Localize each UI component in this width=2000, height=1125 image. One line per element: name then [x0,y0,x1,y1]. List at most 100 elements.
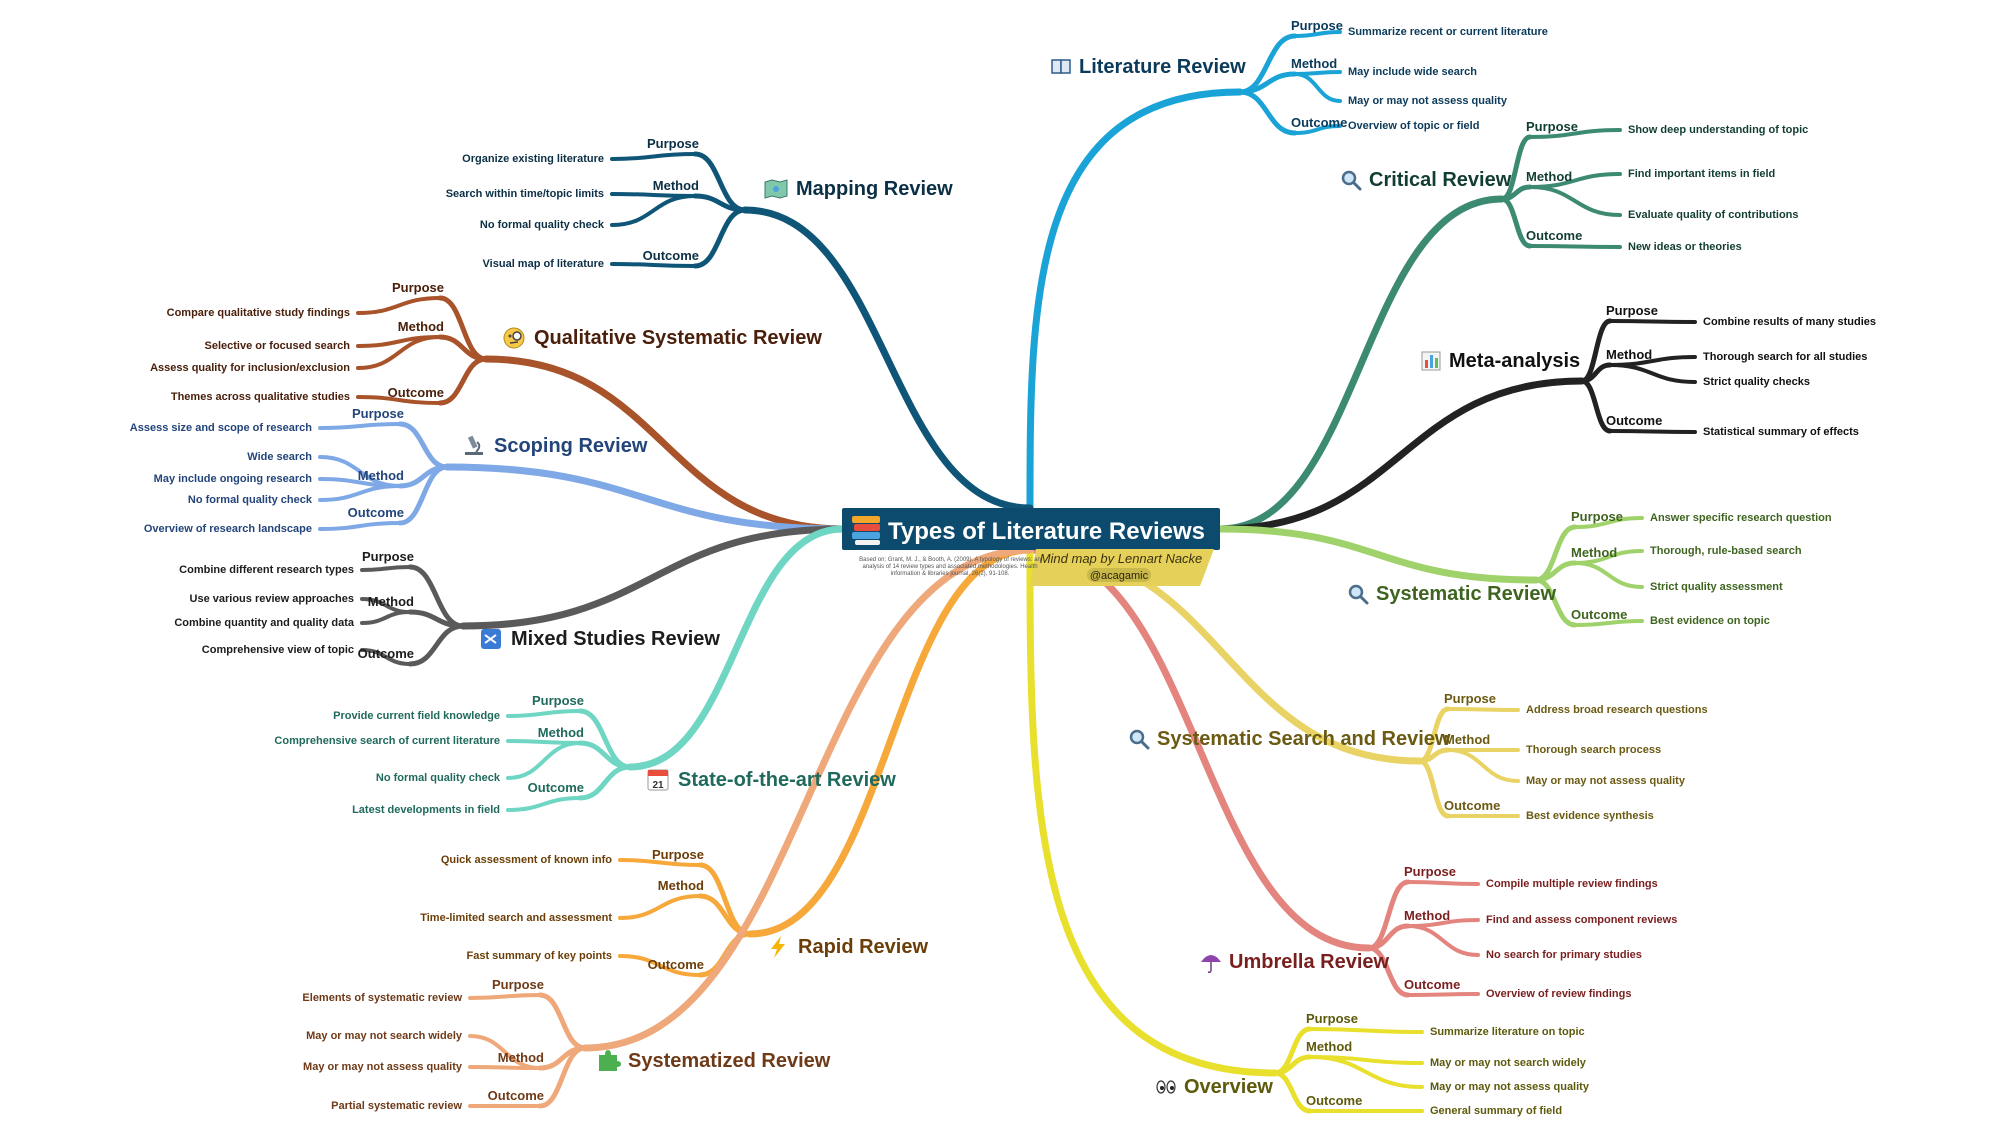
group-label-method: Method [1306,1039,1352,1054]
group-label-purpose: Purpose [492,977,544,992]
branch-title[interactable]: Meta-analysis [1449,350,1580,372]
branch-stem [741,206,1034,512]
group-label-outcome: Outcome [648,957,704,972]
group-edge [1366,945,1411,998]
leaf-text: Wide search [247,451,312,463]
leaf-text: Best evidence synthesis [1526,810,1654,822]
leaf-text: May include wide search [1348,66,1477,78]
leaf-text: May or may not assess quality [1348,95,1508,107]
group-label-method: Method [658,878,704,893]
group-label-method: Method [1571,545,1617,560]
branch-qualitative-systematic-review[interactable]: Qualitative Systematic ReviewPurposeComp… [150,280,822,403]
monocle-face-icon [503,327,525,349]
leaf-edge [360,648,412,666]
group-label-purpose: Purpose [1571,509,1623,524]
branch-stem [1026,88,1244,512]
branch-systematic-review[interactable]: Systematic Review Purpose Answer specific … [1348,509,1832,627]
puzzle-icon [599,1050,621,1071]
group-label-method: Method [1526,169,1572,184]
leaf-text: Find and assess component reviews [1486,914,1677,926]
leaf-edge [1528,244,1622,249]
branch-title[interactable]: Rapid Review [798,936,928,958]
citation-line-3: information & libraries journal, 26(2), … [891,571,1010,577]
leaf-text: Strict quality assessment [1650,581,1783,593]
group-edge [1237,89,1298,136]
group-label-outcome: Outcome [1571,607,1627,622]
group-edge [1533,577,1578,628]
leaf-edge [468,993,542,1000]
microscope-icon [465,435,483,455]
group-label-outcome: Outcome [348,505,404,520]
leaf-edge [1573,561,1644,589]
branch-title[interactable]: State-of-the-art Review [678,769,896,791]
leaf-text: No formal quality check [480,219,605,231]
group-edge [1499,196,1533,249]
group-edge [692,193,748,213]
calendar-icon: 21 [647,769,669,791]
branch-title[interactable]: Systematic Review [1376,583,1557,605]
magnifier-icon [1341,170,1362,191]
eyes-icon [1156,1080,1176,1094]
handle-badge [1087,568,1151,582]
leaf-edge [1446,707,1520,712]
branch-title[interactable]: Scoping Review [494,435,648,457]
branch-title[interactable]: Overview [1184,1076,1273,1098]
leaf-edge [618,858,702,867]
leaf-text: Selective or focused search [204,340,350,352]
branch-title[interactable]: Qualitative Systematic Review [534,327,822,349]
branch-title[interactable]: Systematized Review [628,1050,831,1072]
leaf-text: Overview of topic or field [1348,120,1479,132]
leaf-edge [318,484,402,502]
leaf-text: Answer specific research question [1650,512,1832,524]
leaf-text: Statistical summary of effects [1703,426,1859,438]
branch-title[interactable]: Mapping Review [796,178,953,200]
leaf-edge [1406,924,1480,957]
branch-systematic-search-and-review[interactable]: Systematic Search and ReviewPurposeAddre… [1129,691,1708,822]
leaf-text: Partial systematic review [331,1100,462,1112]
branch-title[interactable]: Mixed Studies Review [511,628,720,650]
leaf-edge [360,610,412,625]
branch-stem [1026,546,1279,1077]
central-node[interactable]: Types of Literature Reviews [842,508,1220,550]
branch-title[interactable]: Umbrella Review [1229,951,1390,973]
leaf-edge [1573,516,1644,529]
leaf-edge [618,894,702,920]
leaf-text: Visual map of literature [483,258,604,270]
leaf-text: May or may not assess quality [1526,775,1686,787]
citation-line-1: Based on: Grant, M. J., & Booth, A. (200… [859,557,1041,563]
group-label-purpose: Purpose [1526,119,1578,134]
magnifier-icon [1129,729,1150,750]
leaf-edge [1608,429,1697,434]
group-label-outcome: Outcome [1526,228,1582,243]
leaf-text: Comprehensive view of topic [202,644,354,656]
branch-title[interactable]: Literature Review [1079,56,1246,78]
leaf-text: New ideas or theories [1628,241,1742,253]
group-edge [1533,560,1578,583]
branch-title[interactable]: Systematic Search and Review [1157,728,1451,750]
leaf-text: May or may not search widely [306,1030,463,1042]
branch-title[interactable]: Critical Review [1369,169,1512,191]
group-label-purpose: Purpose [1291,18,1343,33]
leaf-text: Summarize literature on topic [1430,1026,1585,1038]
group-edge [692,207,748,269]
group-edge [1272,1070,1313,1114]
group-label-outcome: Outcome [528,780,584,795]
group-label-outcome: Outcome [1306,1093,1362,1108]
leaf-text: May or may not assess quality [303,1061,463,1073]
group-edge [537,992,588,1051]
leaf-text: Thorough search for all studies [1703,351,1867,363]
leaf-edge [318,521,402,531]
group-label-purpose: Purpose [1404,864,1456,879]
